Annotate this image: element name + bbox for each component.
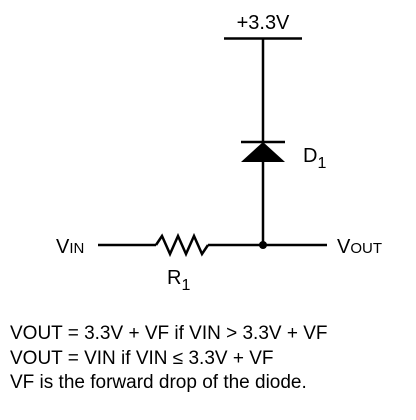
equation-line-3: VF is the forward drop of the diode. [10, 372, 307, 393]
diode-label: D1 [303, 145, 326, 172]
output-label: VOUT [337, 236, 382, 258]
input-label: VIN [56, 236, 84, 258]
resistor-r1 [154, 232, 210, 258]
diode-d1 [241, 140, 285, 162]
diode-triangle [241, 142, 285, 162]
supply-label: +3.3V [237, 12, 290, 34]
equation-line-2: VOUT = VIN if VIN ≤ 3.3V + VF [10, 347, 274, 369]
junction-dot [259, 241, 267, 249]
equations-block: VOUT = 3.3V + VF if VIN > 3.3V + VF VOUT… [10, 322, 414, 396]
equation-line-1: VOUT = 3.3V + VF if VIN > 3.3V + VF [10, 323, 328, 344]
resistor-label: R1 [167, 267, 190, 294]
